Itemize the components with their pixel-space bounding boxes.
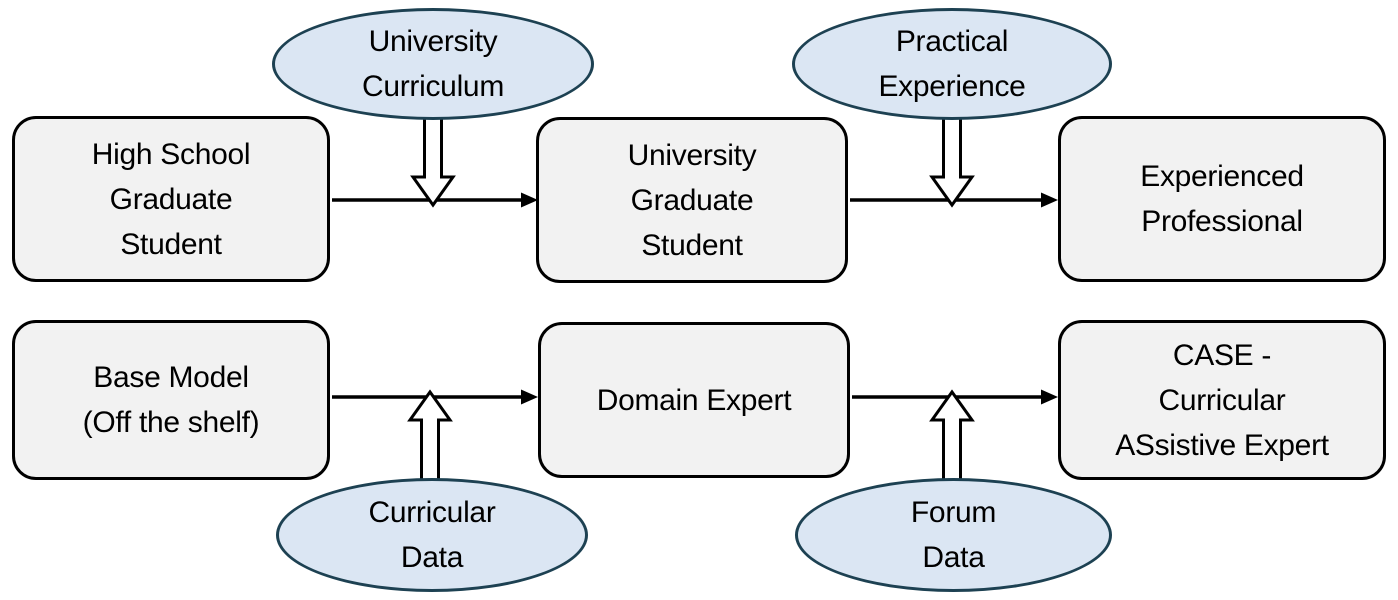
block-arrow-curriculum-down	[410, 113, 456, 208]
node-label: University Graduate Student	[627, 138, 757, 262]
node-domain-expert: Domain Expert	[538, 322, 850, 478]
node-high-school-graduate-student: High School Graduate Student	[12, 116, 330, 282]
node-label: CASE - Curricular ASsistive Expert	[1115, 338, 1329, 462]
node-experienced-professional: Experienced Professional	[1058, 116, 1386, 282]
node-label: Base Model (Off the shelf)	[82, 361, 260, 439]
node-university-graduate-student: University Graduate Student	[536, 117, 848, 283]
node-curricular-data: Curricular Data	[276, 478, 588, 592]
node-label: University Curriculum	[361, 25, 505, 103]
node-case-curricular-assistive-expert: CASE - Curricular ASsistive Expert	[1058, 320, 1386, 480]
block-arrow-forum-data-up	[929, 389, 975, 485]
node-label: Curricular Data	[368, 496, 496, 574]
node-label: Forum Data	[910, 496, 997, 574]
node-forum-data: Forum Data	[795, 478, 1112, 592]
node-base-model: Base Model (Off the shelf)	[12, 320, 330, 480]
node-label: Experienced Professional	[1140, 160, 1304, 238]
node-label: High School Graduate Student	[91, 137, 251, 261]
node-practical-experience: Practical Experience	[792, 8, 1112, 120]
block-arrow-experience-down	[929, 113, 975, 208]
node-university-curriculum: University Curriculum	[272, 8, 594, 120]
node-label: Practical Experience	[878, 25, 1026, 103]
node-label: Domain Expert	[596, 383, 792, 417]
block-arrow-curricular-data-up	[407, 389, 453, 485]
